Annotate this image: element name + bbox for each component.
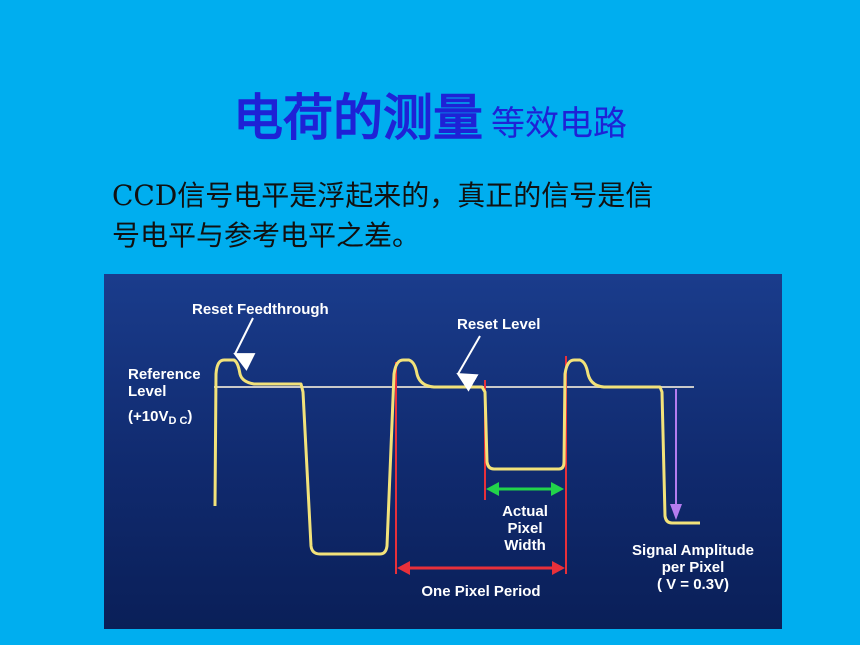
label-signal-amplitude-2: per Pixel xyxy=(662,559,725,576)
label-signal-amplitude-3: ( V = 0.3V) xyxy=(657,576,729,593)
title-main: 电荷的测量 xyxy=(233,89,483,147)
body-line-1: CCD信号电平是浮起来的，真正的信号是信 xyxy=(112,179,654,212)
one-pixel-period-arrow xyxy=(397,561,565,575)
label-reset-level: Reset Level xyxy=(457,316,540,333)
title-sub: 等效电路 xyxy=(491,104,627,144)
body-line-2: 号电平与参考电平之差。 xyxy=(112,219,421,252)
reset-level-pointer xyxy=(456,335,481,392)
body-paragraph: CCD信号电平是浮起来的，真正的信号是信 号电平与参考电平之差。 xyxy=(112,176,752,256)
label-reference-level-2: Level xyxy=(128,383,166,400)
ccd-waveform xyxy=(213,358,700,556)
signal-amplitude-arrow xyxy=(670,389,682,520)
label-one-pixel-period: One Pixel Period xyxy=(421,583,540,600)
label-actual-pixel-3: Width xyxy=(504,537,546,554)
label-reference-level-1: Reference xyxy=(128,366,201,383)
pixel-width-arrow xyxy=(486,482,564,496)
label-actual-pixel-1: Actual xyxy=(502,503,548,520)
reset-feedthrough-pointer xyxy=(233,317,256,371)
label-reset-feedthrough: Reset Feedthrough xyxy=(192,301,329,318)
ccd-output-waveform-diagram: Reset Feedthrough Reset Level Reference … xyxy=(104,274,782,629)
slide-title: 电荷的测量等效电路 xyxy=(0,78,860,150)
waveform-svg: Reset Feedthrough Reset Level Reference … xyxy=(128,301,754,600)
label-reference-level-3: (+10VD C) xyxy=(128,408,192,427)
label-actual-pixel-2: Pixel xyxy=(507,520,542,537)
label-signal-amplitude-1: Signal Amplitude xyxy=(632,542,754,559)
